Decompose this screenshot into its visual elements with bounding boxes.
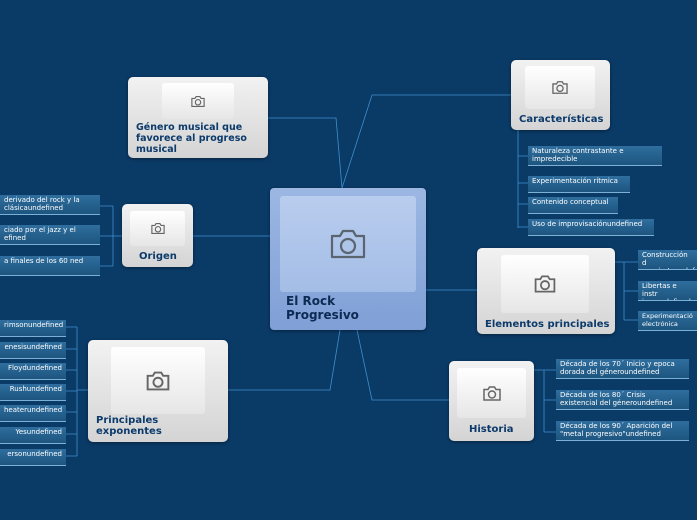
camera-icon [534,275,556,293]
central-title: El Rock Progresivo [286,294,359,322]
camera-icon [330,229,366,259]
node-elementos-principales[interactable]: Elementos principales [477,248,615,334]
connector-expon-items [66,326,88,457]
connector-origen-items [100,205,122,267]
node-title: Características [519,114,604,125]
leaf-exponente-5[interactable]: heaterundefined [0,405,66,422]
leaf-exponente-4[interactable]: Rushundefined [0,384,66,401]
connector-caracteristicas [341,94,511,189]
connector-hist-items [534,369,556,433]
leaf-origen-3[interactable]: a finales de los 60 ned [0,256,100,276]
leaf-exponente-2[interactable]: enesisundefined [0,342,66,359]
connector-elem-items [615,261,638,321]
image-placeholder [501,255,589,313]
leaf-caracteristicas-3[interactable]: Contenido conceptual [528,197,618,214]
leaf-historia-2[interactable]: Década de los 80´ Crisis existencial del… [556,390,689,410]
node-genero-musical[interactable]: Género musical que favorece al progreso … [128,77,268,158]
leaf-caracteristicas-4[interactable]: Uso de improvisaciónundefined [528,219,654,236]
connector-caract-items [517,130,528,228]
node-principales-exponentes[interactable]: Principales exponentes [88,340,228,442]
leaf-exponente-7[interactable]: ersonundefined [0,449,66,466]
node-title: Historia [469,424,514,435]
leaf-origen-1[interactable]: derivado del rock y la clásicaundefined [0,195,100,215]
node-origen[interactable]: Origen [122,204,193,267]
camera-icon [146,371,170,390]
node-title: Elementos principales [485,319,610,330]
leaf-exponente-1[interactable]: rimsonundefined [0,320,66,337]
central-image-placeholder [280,196,416,292]
leaf-exponente-6[interactable]: Yesundefined [0,427,66,444]
camera-icon [552,81,568,94]
central-topic[interactable]: El Rock Progresivo [270,188,426,330]
image-placeholder [130,211,185,246]
image-placeholder [111,347,205,414]
leaf-elementos-3[interactable]: Experimentació electrónica [638,311,697,331]
leaf-historia-3[interactable]: Década de los 90´ Aparición del "metal p… [556,421,689,441]
connector-genero [268,117,343,189]
node-caracteristicas[interactable]: Características [511,60,610,130]
node-title: Principales exponentes [96,415,162,437]
leaf-caracteristicas-1[interactable]: Naturaleza contrastante e impredecible [528,146,662,166]
connector-exponentes [228,329,341,391]
camera-icon [150,222,165,235]
node-historia[interactable]: Historia [449,361,534,441]
image-placeholder [525,66,595,109]
image-placeholder [457,368,526,418]
leaf-elementos-2[interactable]: Libertas e instr jazzundefined [638,281,697,301]
leaf-elementos-1[interactable]: Construcción d conciertoundef [638,250,697,270]
leaf-origen-2[interactable]: ciado por el jazz y el efined [0,225,100,245]
leaf-historia-1[interactable]: Década de los 70´ Inicio y epoca dorada … [556,359,689,379]
camera-icon [191,95,205,107]
node-title: Género musical que favorece al progreso … [136,122,247,155]
connector-historia [356,329,449,401]
node-title: Origen [139,251,177,262]
camera-icon [482,385,501,401]
leaf-caracteristicas-2[interactable]: Experimentación rítmica [528,176,630,193]
image-placeholder [162,83,234,119]
leaf-exponente-3[interactable]: Floydundefined [0,363,66,380]
